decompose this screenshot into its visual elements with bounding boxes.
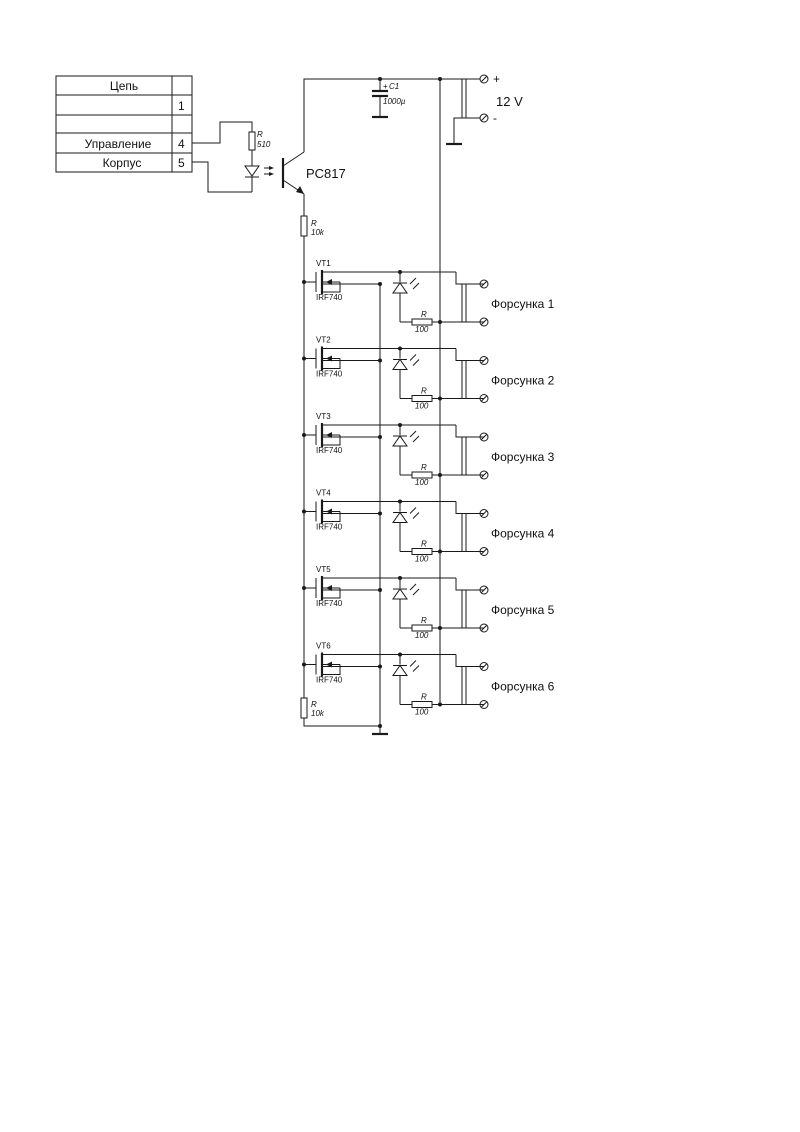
led-resistor-value: 100 [415, 555, 429, 564]
bottom-resistor [300, 697, 308, 719]
injector-terminal [479, 470, 489, 480]
input-resistor-value: 510 [257, 140, 271, 149]
mosfet-icon [315, 576, 400, 600]
indicator-led-icon [392, 354, 420, 370]
indicator-led-icon [392, 277, 420, 294]
led-resistor-value: 100 [415, 478, 429, 487]
injector-label: Форсунка 4 [491, 527, 555, 541]
connector-table: Цепь 1 Управление 4 Корпус 5 [55, 75, 193, 173]
injector-label: Форсунка 1 [491, 297, 555, 311]
led-resistor-ref: R [421, 616, 427, 625]
led-resistor-value: 100 [415, 631, 429, 640]
mosfet-icon [315, 652, 400, 677]
injector-label: Форсунка 2 [491, 374, 555, 388]
mosfet-part: IRF740 [316, 446, 343, 455]
mosfet-ref: VT4 [316, 489, 331, 498]
injector-terminal [479, 662, 489, 671]
led-resistor-ref: R [421, 310, 427, 319]
optocoupler-phototransistor: PC817 [281, 151, 346, 195]
opto-led-icon [244, 165, 260, 177]
indicator-led-icon [392, 583, 420, 600]
mosfet-part: IRF740 [316, 370, 343, 379]
connector-row-control: Управление [85, 137, 152, 151]
injector-terminal [479, 509, 489, 518]
injector-label: Форсунка 3 [491, 450, 555, 464]
injector-terminal [479, 279, 489, 289]
gate-bus: R 10k R 10k [300, 194, 388, 736]
connector-pin-5: 5 [178, 156, 185, 170]
top-resistor-ref: R [311, 219, 317, 228]
top-resistor-value: 10k [311, 228, 325, 237]
mosfet-part: IRF740 [316, 599, 343, 608]
input-resistor [248, 131, 256, 151]
injector-terminal [479, 585, 489, 595]
mosfet-icon [315, 499, 400, 524]
power-supply: + 12 V - [303, 72, 523, 705]
injector-terminal [479, 547, 489, 556]
mosfet-icon [315, 346, 400, 371]
mosfet-ref: VT6 [316, 642, 331, 651]
injector-terminal [479, 432, 489, 442]
injector-label: Форсунка 5 [491, 603, 555, 617]
power-plus-terminal [479, 74, 489, 84]
indicator-led-icon [392, 507, 420, 523]
mosfet-ref: VT5 [316, 565, 331, 574]
led-resistor-value: 100 [415, 402, 429, 411]
mosfet-icon [315, 270, 400, 294]
capacitor-value: 1000µ [383, 97, 406, 106]
connector-header-circuit: Цепь [110, 79, 138, 93]
capacitor-polarity: + [383, 82, 388, 91]
indicator-led-icon [392, 430, 420, 447]
led-resistor-value: 100 [415, 325, 429, 334]
power-voltage-label: 12 V [496, 94, 523, 109]
mosfet-icon [315, 423, 400, 447]
mosfet-ref: VT1 [316, 259, 331, 268]
power-plus-label: + [493, 72, 500, 86]
led-resistor-value: 100 [415, 708, 429, 717]
mosfet-part: IRF740 [316, 523, 343, 532]
mosfet-ref: VT2 [316, 336, 331, 345]
bottom-resistor-value: 10k [311, 709, 325, 718]
connector-row-ground: Корпус [103, 156, 142, 170]
indicator-led-icon [392, 660, 420, 676]
injector-terminal [479, 623, 489, 633]
input-resistor-ref: R [257, 130, 263, 139]
injector-terminal [479, 700, 489, 709]
injector-label: Форсунка 6 [491, 680, 555, 694]
mosfet-part: IRF740 [316, 293, 343, 302]
power-minus-label: - [493, 111, 497, 125]
connector-pin-1: 1 [178, 99, 185, 113]
led-resistor-ref: R [421, 540, 427, 549]
top-resistor [300, 215, 308, 237]
mosfet-ref: VT3 [316, 412, 331, 421]
connector-table-frame [55, 75, 193, 173]
injector-terminal [479, 394, 489, 403]
optocoupler-label: PC817 [306, 166, 346, 181]
mosfet-part: IRF740 [316, 676, 343, 685]
input-section: R 510 [192, 121, 274, 193]
capacitor-ref: C1 [389, 82, 399, 91]
injector-terminal [479, 317, 489, 327]
bottom-resistor-ref: R [311, 700, 317, 709]
led-resistor-ref: R [421, 387, 427, 396]
capacitor-c1: + C1 1000µ [372, 79, 406, 119]
injector-terminal [479, 356, 489, 365]
connector-pin-4: 4 [178, 137, 185, 151]
led-resistor-ref: R [421, 463, 427, 472]
led-resistor-ref: R [421, 693, 427, 702]
